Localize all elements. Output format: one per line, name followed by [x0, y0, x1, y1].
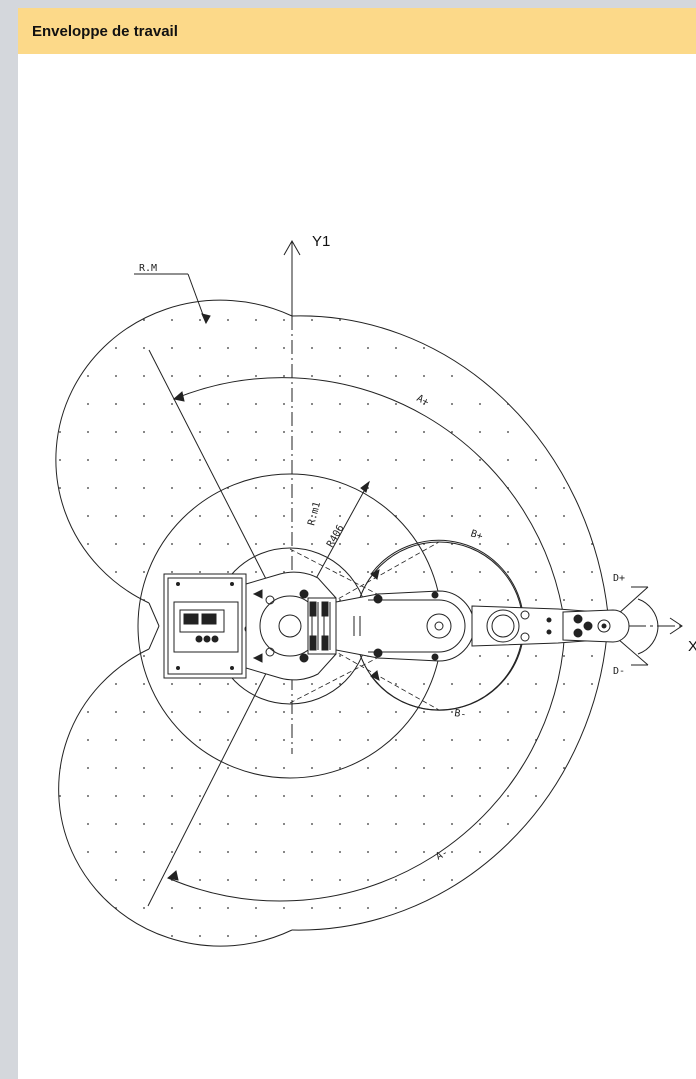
a-minus-label: A-: [434, 847, 450, 862]
x-axis: [164, 617, 683, 635]
b-minus-label: B-: [454, 708, 467, 721]
d-minus-label: D-: [613, 666, 625, 677]
y1-axis-label: Y1: [312, 233, 330, 250]
section-title: Enveloppe de travail: [32, 22, 178, 40]
rotation-arcs: [166, 377, 566, 902]
robot-joint1: [245, 571, 337, 681]
x-axis-label: X: [688, 638, 696, 655]
left-sidebar-bar: [0, 8, 18, 1079]
a-plus-label: A+: [415, 393, 431, 408]
tool-rotation-arcs: [617, 586, 659, 666]
robot-base: [163, 573, 254, 679]
robot-forearm: [471, 605, 630, 647]
top-strip: [0, 0, 696, 8]
outer-envelope: [55, 299, 609, 947]
b-plus-label: B+: [469, 528, 484, 542]
d-plus-label: D+: [613, 573, 625, 584]
robot-upper-arm: [335, 590, 475, 662]
y1-axis: [283, 239, 301, 754]
rm-leader: [134, 273, 211, 325]
workspace-envelope-drawing: Y1 X R.M R.m1 R406 A+ A- B+ B- D+ D-: [55, 233, 696, 947]
section-header: Enveloppe de travail: [18, 8, 696, 54]
drawing-panel: Y1 X R.M R.m1 R406 A+ A- B+ B- D+ D-: [18, 54, 696, 1079]
rm-label: R.M: [139, 263, 157, 274]
